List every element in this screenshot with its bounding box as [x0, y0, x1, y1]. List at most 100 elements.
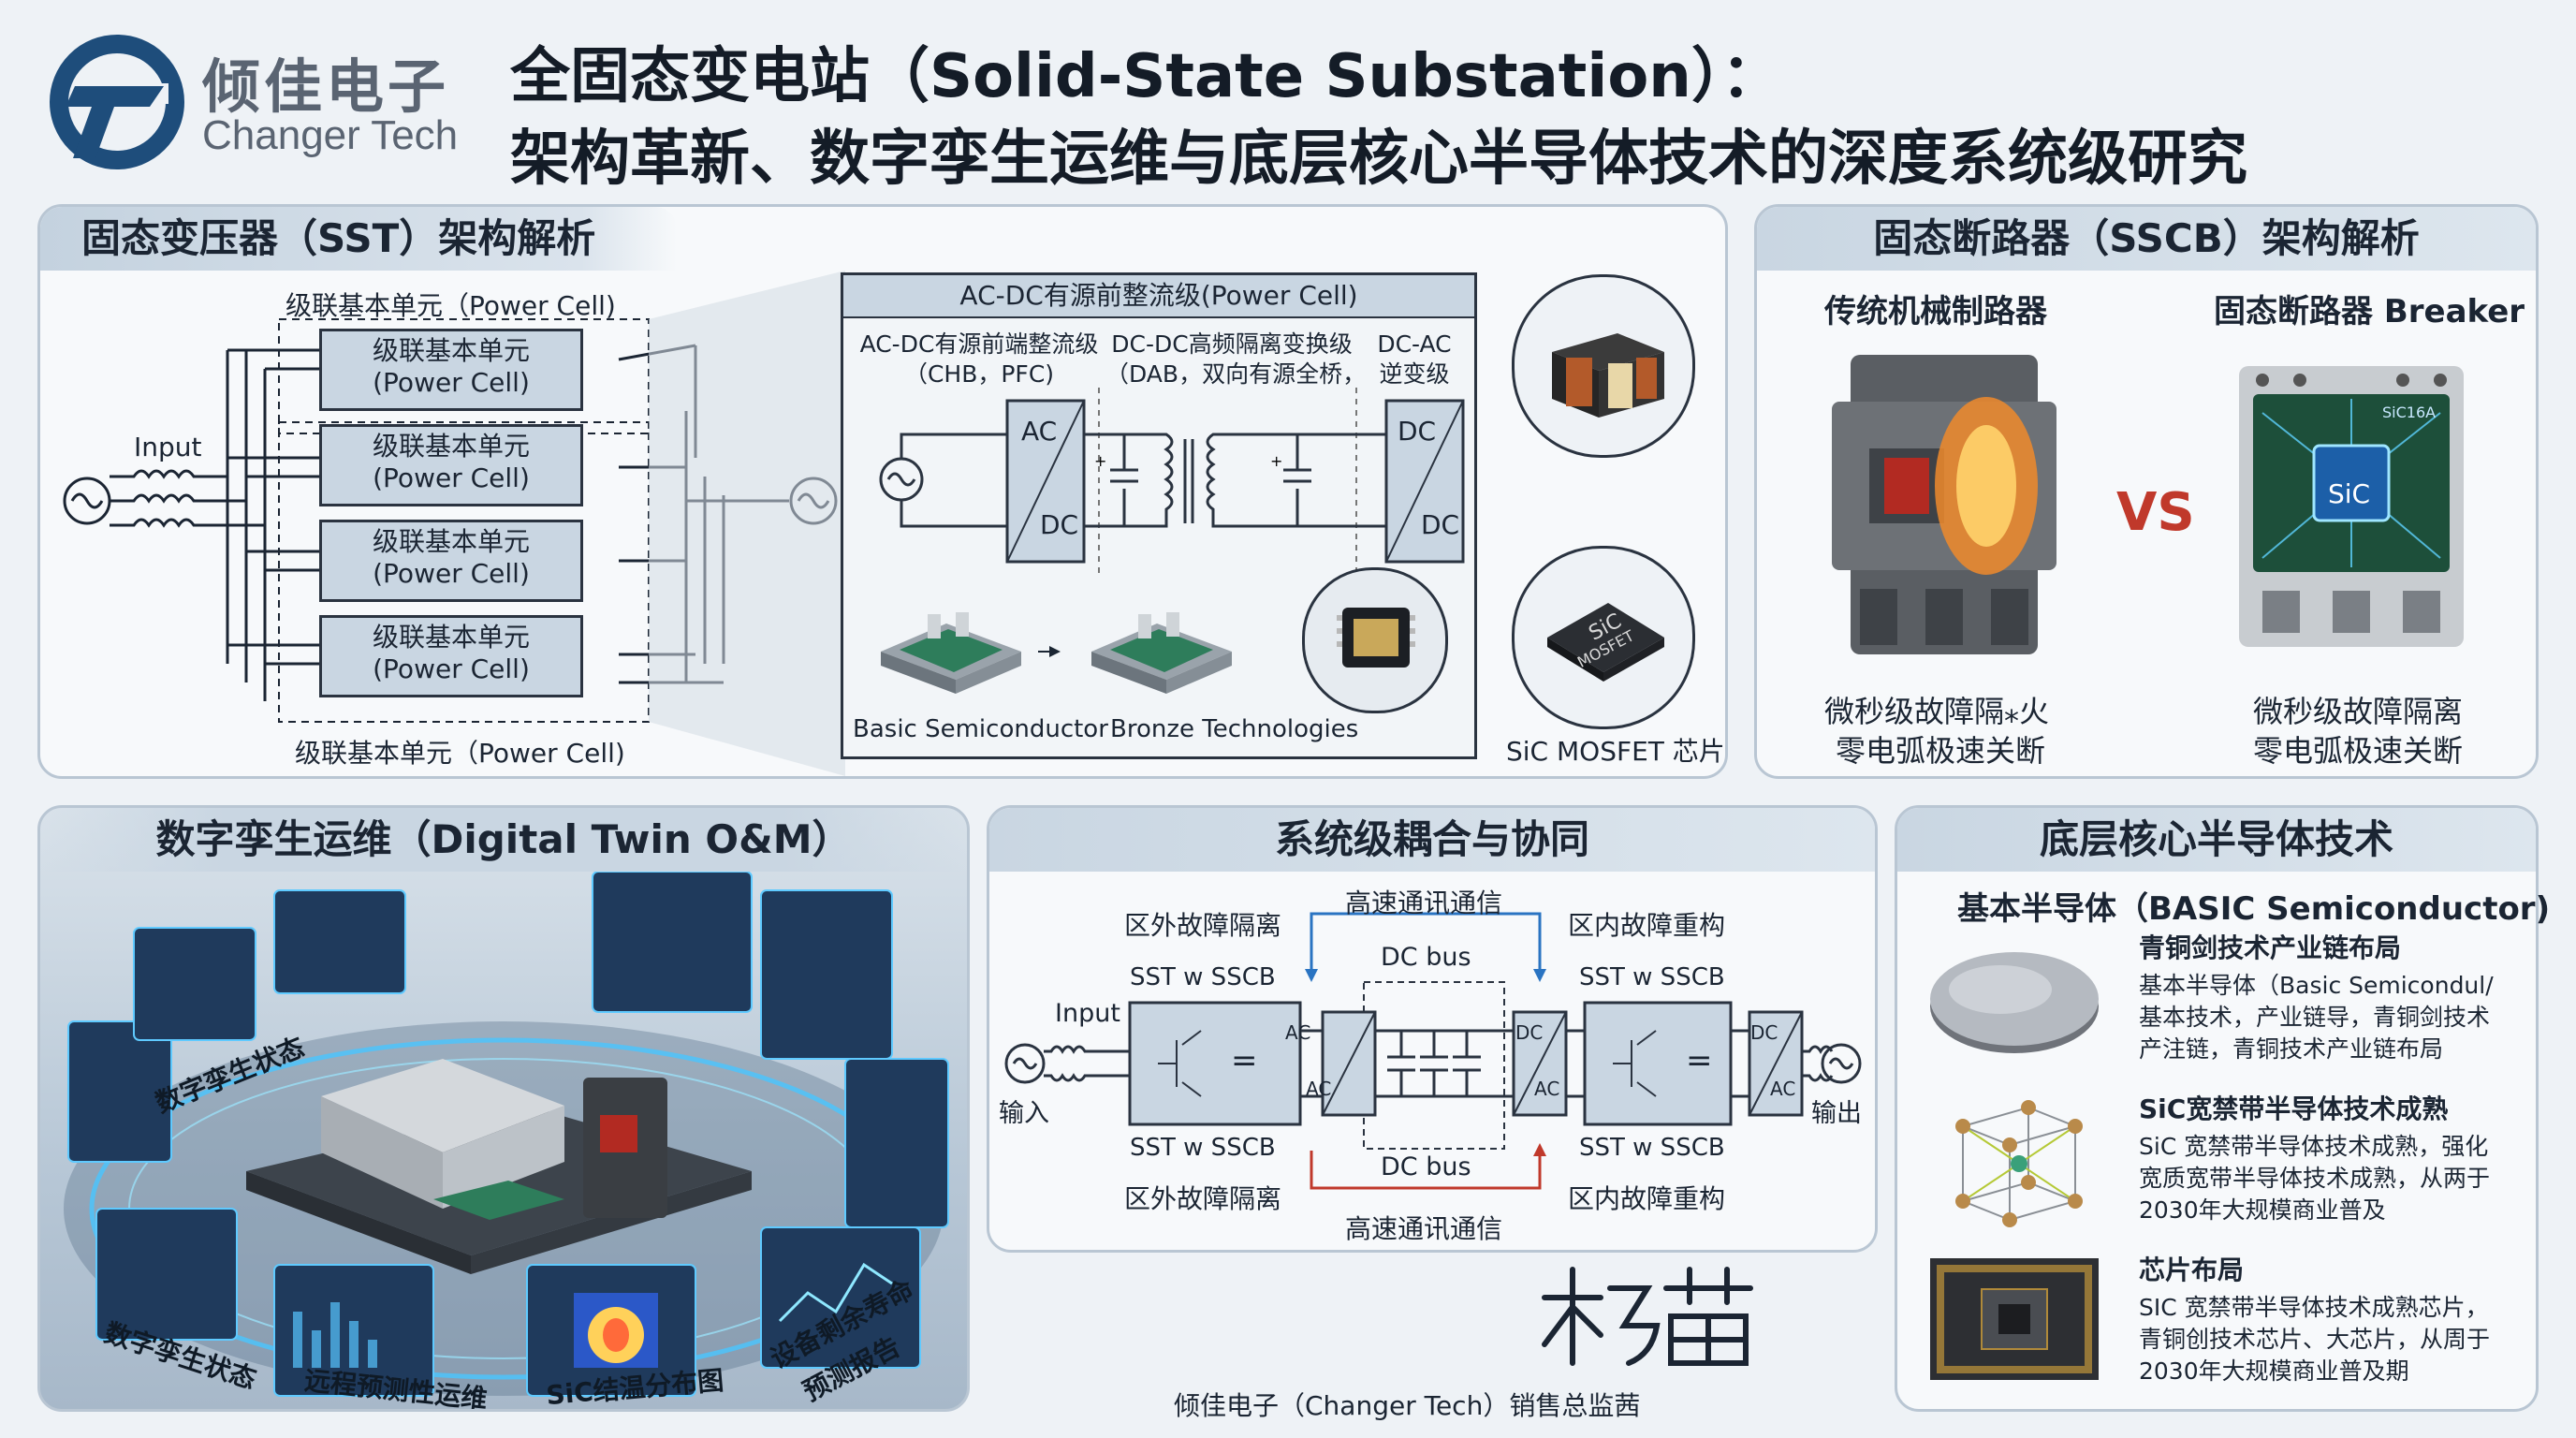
- item1-title: 青铜剑技术产业链布局: [2139, 932, 2402, 963]
- sst-sscb-rt-label: SST w SSCB: [1579, 963, 1725, 991]
- power-cell-detail: AC-DC有源前整流级(Power Cell) AC-DC有源前端整流级（CHB…: [841, 272, 1477, 759]
- brand-logo: [47, 32, 187, 172]
- eq-right: =: [1686, 1042, 1713, 1079]
- comm-bottom-label: 高速通讯通信: [1345, 1213, 1503, 1244]
- right-caption-2: 零电弧极速关断: [2253, 733, 2464, 769]
- stage1-label: AC-DC有源前端整流级（CHB，PFC): [859, 330, 1099, 388]
- item1-body-3: 产注链，青铜技术产业链布局: [2139, 1035, 2444, 1063]
- traditional-breaker-title: 传统机械制路器: [1824, 293, 2047, 330]
- iso-left-top-label: 区外故障隔离: [1124, 910, 1282, 941]
- module1-label: Basic Semiconductor: [853, 715, 1108, 743]
- item2-body-1: SiC 宽禁带半导体技术成熟，强化: [2139, 1133, 2489, 1160]
- svg-text:+: +: [1270, 452, 1282, 470]
- ssb-chip-mark: SiC: [2328, 478, 2371, 509]
- item3-body-3: 2030年大规模商业普及期: [2139, 1357, 2409, 1385]
- stage2-label: DC-DC高频隔离变换级（DAB，双向有源全桥，: [1105, 330, 1367, 388]
- item2-body-3: 2030年大规模商业普及: [2139, 1196, 2386, 1224]
- output-cn-label: 输出: [1811, 1099, 1862, 1128]
- mechanical-breaker-icon: [1813, 345, 2075, 664]
- item1-body-2: 基本技术，产业链导，青铜剑技术: [2139, 1004, 2491, 1031]
- power-modules-illustration: [881, 612, 1232, 694]
- semiconductor-header: 底层核心半导体技术: [1897, 808, 2536, 872]
- crystal-lattice-icon: [1935, 1089, 2094, 1229]
- conv-dc-1: AC: [1306, 1078, 1332, 1100]
- item1-body-1: 基本半导体（Basic Semicondul/: [2139, 972, 2494, 999]
- item3-title: 芯片布局: [2139, 1255, 2245, 1285]
- conv-dc-2: DC: [1515, 1021, 1544, 1044]
- conv2-top: DC: [1398, 416, 1437, 447]
- sst-sscb-lt-label: SST w SSCB: [1130, 963, 1276, 991]
- chip-layout-icon: [1925, 1254, 2103, 1385]
- power-cell-schematic: + +: [879, 388, 1465, 575]
- sscb-panel: 固态断路器（SSCB）架构解析 传统机械制路器 固态断路器 Breaker VS: [1754, 204, 2539, 779]
- power-cell-detail-title-bar: AC-DC有源前整流级(Power Cell): [843, 275, 1474, 318]
- coupling-diagram: [1004, 912, 1862, 1190]
- conv-ac-2: AC: [1534, 1078, 1560, 1100]
- coupling-panel: 系统级耦合与协同: [987, 805, 1878, 1253]
- hud-panel-left: [67, 1020, 172, 1163]
- conv2-bottom: DC: [1421, 509, 1460, 540]
- power-cell-3: 级联基本单元(Power Cell): [319, 520, 583, 602]
- sst-panel-header: 固态变压器（SST）架构解析: [40, 207, 677, 271]
- vs-label: VS: [2116, 482, 2195, 543]
- sst-sscb-rb-label: SST w SSCB: [1579, 1134, 1725, 1162]
- rec-right-bottom-label: 区内故障重构: [1568, 1183, 1726, 1214]
- sic-mosfet-chip-icon: SiC MOSFET: [1512, 546, 1695, 729]
- module2-label: Bronze Technologies: [1110, 715, 1359, 743]
- sst-cascade-diagram: [63, 271, 845, 776]
- sscb-panel-header: 固态断路器（SSCB）架构解析: [1757, 207, 2536, 271]
- item3-body-2: 青铜创技术芯片、大芯片，从周于: [2139, 1326, 2491, 1353]
- die-closeup-icon: [1302, 567, 1448, 713]
- comm-top-label: 高速通讯通信: [1345, 888, 1503, 918]
- sst-sscb-left-block: [1128, 1001, 1302, 1126]
- sst-sscb-right-block: [1583, 1001, 1733, 1126]
- page-title-line2: 架构革新、数字孪生运维与底层核心半导体技术的深度系统级研究: [510, 125, 2247, 194]
- sst-sscb-lb-label: SST w SSCB: [1130, 1134, 1276, 1162]
- eq-left: =: [1231, 1042, 1258, 1079]
- iso-left-bottom-label: 区外故障隔离: [1124, 1183, 1282, 1214]
- sst-panel: 固态变压器（SST）架构解析: [37, 204, 1728, 779]
- conv1-top: AC: [1021, 416, 1058, 447]
- solid-state-breaker-icon: [2225, 357, 2478, 656]
- solid-state-breaker-title: 固态断路器 Breaker: [2214, 293, 2525, 330]
- power-cell-1: 级联基本单元(Power Cell): [319, 329, 583, 411]
- page-title-line1: 全固态变电站（Solid-State Substation）：: [510, 42, 1781, 111]
- coupling-header: 系统级耦合与协同: [989, 808, 1875, 872]
- sic-chip-label: SiC MOSFET 芯片: [1506, 736, 1725, 767]
- cell-group-top-label: 级联基本单元（Power Cell): [285, 290, 616, 321]
- module-bronze-icon: [1091, 612, 1232, 694]
- sst-input-label: Input: [134, 432, 202, 462]
- digital-twin-panel: 数字孪生运维（Digital Twin O&M）: [37, 805, 970, 1412]
- brand-name-en: Changer Tech: [202, 112, 459, 158]
- module-basic-icon: [881, 612, 1021, 694]
- handwritten-signature: [1542, 1267, 1753, 1366]
- hf-transformer-icon: [1512, 274, 1695, 458]
- signature-caption: 倾佳电子（Changer Tech）销售总监茜: [1174, 1390, 1641, 1421]
- semiconductor-panel: 底层核心半导体技术 基本半导体（BASIC Semiconductor) 青铜剑…: [1895, 805, 2550, 1412]
- input-label: Input: [1055, 999, 1120, 1028]
- changer-logo-icon: [50, 35, 184, 169]
- right-caption-1: 微秒级故障隔离: [2253, 694, 2464, 729]
- company-title: 基本半导体（BASIC Semiconductor): [1957, 890, 2551, 928]
- item3-body-1: SIC 宽禁带半导体技术成熟芯片，: [2139, 1294, 2489, 1321]
- cell-group-bottom-label: 级联基本单元（Power Cell): [295, 738, 625, 769]
- dcbus-top-label: DC bus: [1381, 943, 1471, 972]
- digital-twin-illustration: [64, 872, 949, 1397]
- rec-right-top-label: 区内故障重构: [1568, 910, 1726, 941]
- item2-body-2: 宽质宽带半导体技术成熟，从两于: [2139, 1165, 2491, 1192]
- power-cell-4: 级联基本单元(Power Cell): [319, 615, 583, 697]
- power-cell-2: 级联基本单元(Power Cell): [319, 424, 583, 506]
- svg-text:+: +: [1094, 452, 1106, 470]
- brand-name-cn: 倾佳电子: [202, 52, 450, 121]
- conv-ac-3: AC: [1770, 1078, 1796, 1100]
- left-caption-1: 微秒级故障隔⁎火: [1824, 694, 2050, 729]
- left-caption-2: 零电弧极速关断: [1836, 733, 2046, 769]
- conv1-bottom: DC: [1040, 509, 1079, 540]
- ssb-badge: SiC16A: [2382, 404, 2437, 421]
- wafer-icon: [1925, 932, 2103, 1063]
- input-cn-label: 输入: [999, 1099, 1049, 1128]
- dcbus-bottom-label: DC bus: [1381, 1152, 1471, 1181]
- conv-dc-3: DC: [1750, 1021, 1778, 1044]
- conv-ac-1: AC: [1285, 1021, 1311, 1044]
- item2-title: SiC宽禁带半导体技术成熟: [2139, 1093, 2449, 1124]
